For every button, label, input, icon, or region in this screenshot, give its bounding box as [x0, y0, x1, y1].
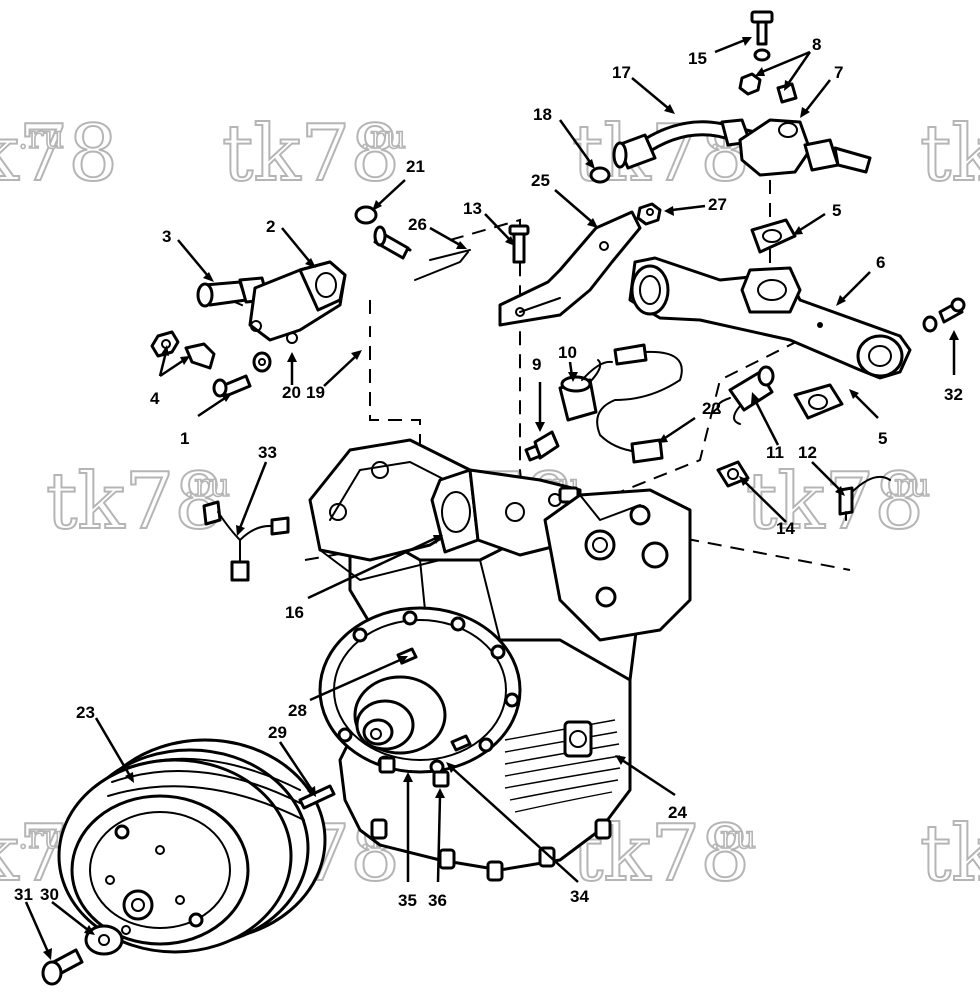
watermark: tk78 .ru	[45, 456, 231, 548]
svg-text:tk78: tk78	[222, 109, 400, 199]
callout-1: 1	[180, 429, 189, 448]
svg-text:tk78: tk78	[920, 809, 980, 899]
gaskets	[750, 218, 844, 420]
mounting-bracket	[498, 202, 662, 327]
callout-21: 21	[406, 157, 425, 176]
callout-34: 34	[570, 887, 589, 906]
elbow-fittings	[150, 330, 272, 398]
wire-harness-22	[596, 343, 683, 464]
svg-text:.ru: .ru	[360, 118, 406, 156]
callout-35: 35	[398, 891, 417, 910]
callout-14: 14	[776, 519, 795, 538]
callout-7: 7	[834, 63, 843, 82]
callout-23: 23	[76, 703, 95, 722]
leader-lines	[24, 37, 959, 960]
suction-manifold	[196, 205, 471, 344]
callout-labels: 1 2 3 4 5 5 6 7 8 9 10 11 12 13 14 15 16…	[14, 35, 963, 910]
callout-20: 20	[282, 383, 301, 402]
callout-16: 16	[285, 603, 304, 622]
discharge-line	[589, 118, 872, 184]
callout-36: 36	[428, 891, 447, 910]
callout-5-lower: 5	[878, 429, 887, 448]
watermark: tk78 .ru	[0, 108, 119, 200]
callout-25: 25	[531, 171, 550, 190]
callout-33: 33	[258, 443, 277, 462]
callout-11: 11	[766, 443, 784, 462]
svg-text:.ru: .ru	[710, 818, 756, 856]
base-studs	[370, 818, 612, 882]
svg-text:.ru: .ru	[18, 818, 64, 856]
watermark: tk78 .ru	[745, 456, 931, 548]
callout-32: 32	[944, 385, 963, 404]
callout-8: 8	[812, 35, 821, 54]
sensor-clamp	[716, 460, 891, 521]
callout-17: 17	[612, 63, 631, 82]
callout-19: 19	[306, 383, 325, 402]
callout-26: 26	[408, 215, 427, 234]
pressure-switch	[524, 359, 613, 462]
callout-22: 22	[702, 399, 721, 418]
callout-12: 12	[798, 443, 817, 462]
callout-29: 29	[268, 723, 287, 742]
compressor-body	[308, 438, 692, 882]
fitting-hardware	[738, 10, 798, 104]
discharge-manifold	[628, 256, 912, 380]
callout-18: 18	[533, 105, 552, 124]
callout-5-upper: 5	[832, 201, 841, 220]
callout-3: 3	[162, 227, 171, 246]
callout-9: 9	[532, 355, 541, 374]
watermark: tk78 .ru	[221, 108, 407, 200]
callout-31: 31	[14, 885, 33, 904]
svg-text:tk78: tk78	[920, 109, 980, 199]
clutch-pulley	[57, 738, 327, 954]
temperature-switch	[716, 365, 775, 425]
svg-text:tk78: tk78	[0, 109, 118, 199]
callout-6: 6	[876, 253, 885, 272]
svg-text:.ru: .ru	[184, 466, 230, 504]
wire-harness-33	[202, 500, 290, 582]
callout-30: 30	[40, 885, 59, 904]
clutch-bolt	[41, 924, 124, 986]
manifold-bolt	[922, 297, 966, 333]
watermark: tk78	[919, 808, 980, 900]
callout-24: 24	[668, 803, 687, 822]
shaft-key	[298, 784, 336, 810]
svg-text:tk78: tk78	[746, 457, 924, 547]
callout-27: 27	[708, 195, 727, 214]
callout-4: 4	[150, 389, 160, 408]
watermark: tk78	[919, 108, 980, 200]
callout-13: 13	[463, 199, 482, 218]
svg-text:.ru: .ru	[18, 118, 64, 156]
svg-text:tk78: tk78	[46, 457, 224, 547]
callout-15: 15	[688, 49, 707, 68]
callout-10: 10	[558, 343, 577, 362]
callout-2: 2	[266, 217, 275, 236]
svg-text:.ru: .ru	[884, 466, 930, 504]
callout-28: 28	[288, 701, 307, 720]
